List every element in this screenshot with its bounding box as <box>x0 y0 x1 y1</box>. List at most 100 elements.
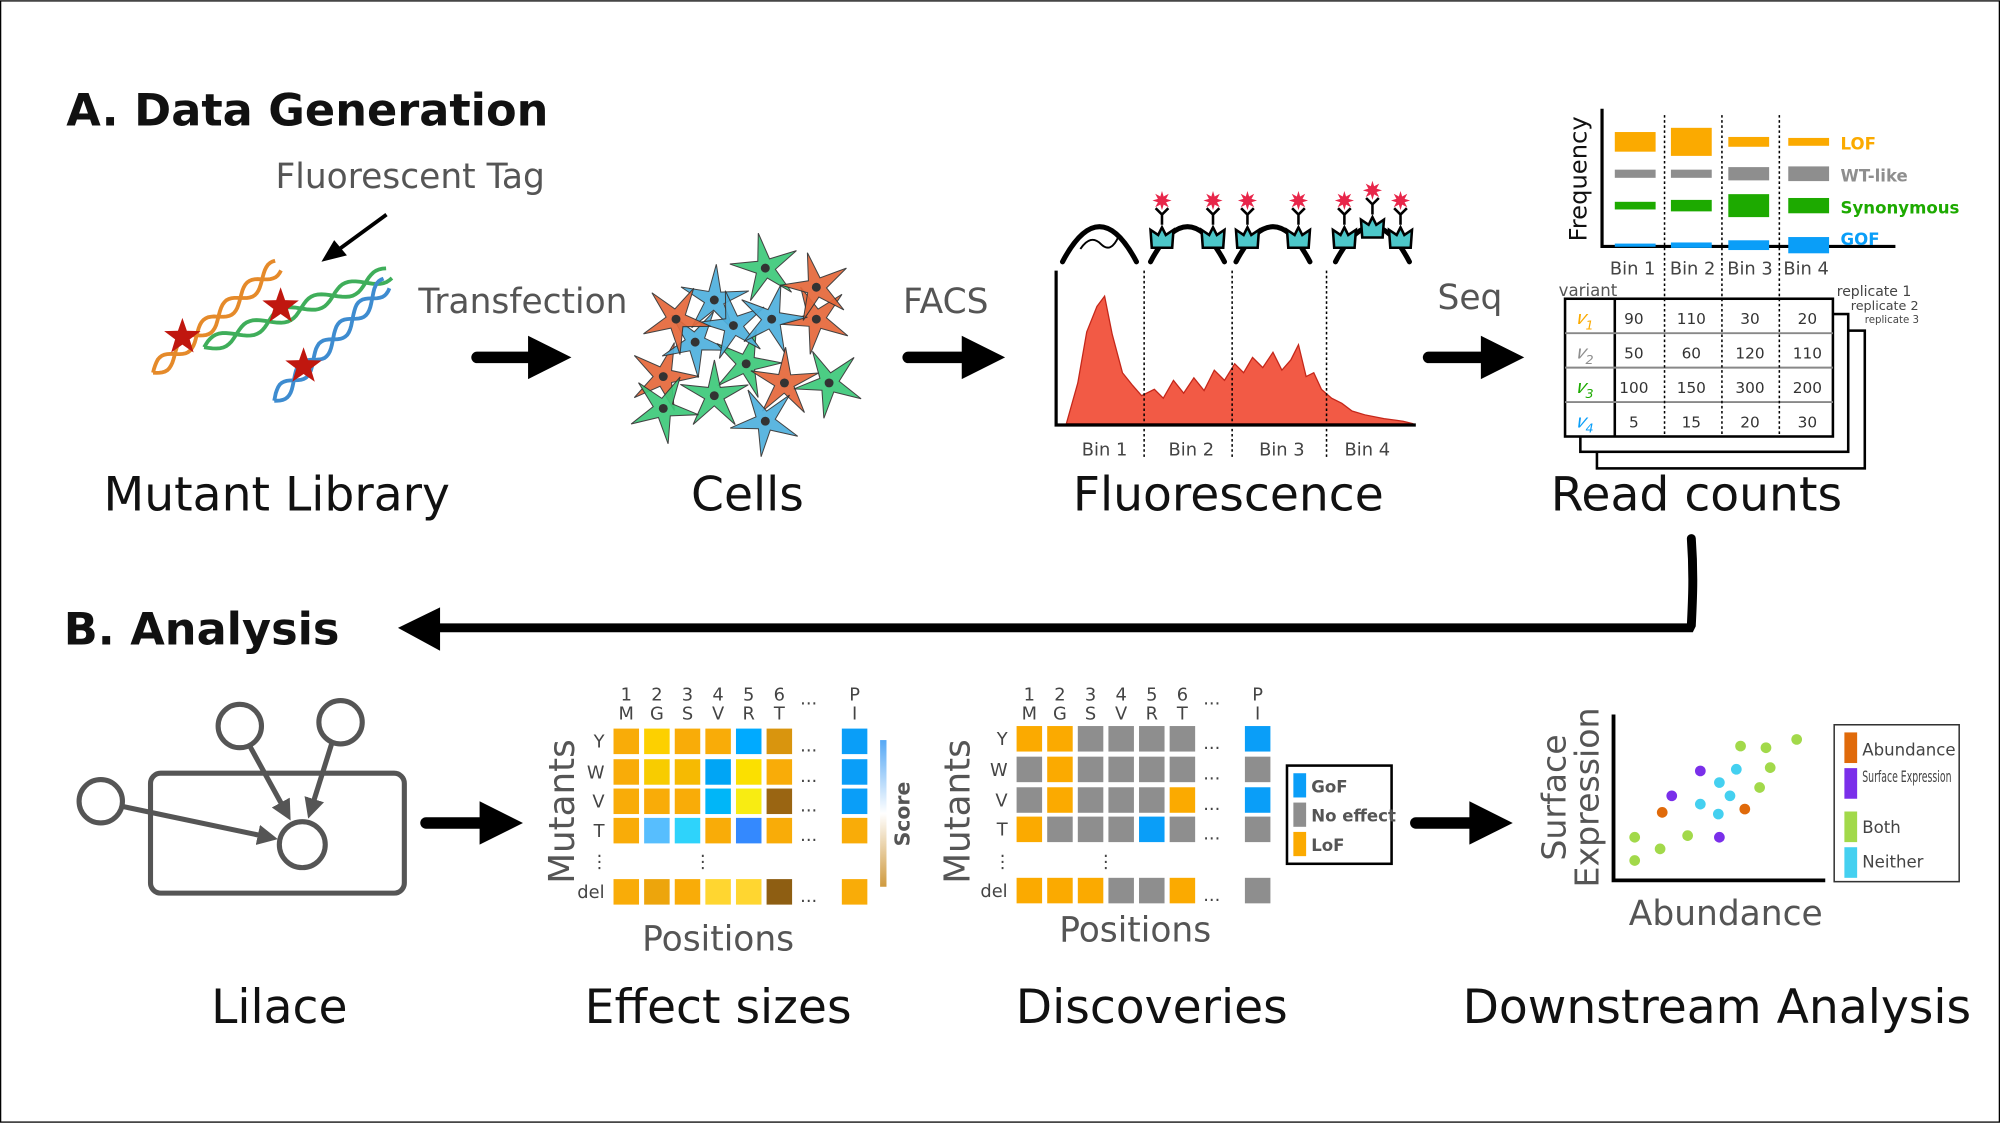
cell-nucleus <box>709 391 719 401</box>
position-number: 6 <box>1177 685 1188 706</box>
legend-label: Both <box>1862 818 1901 837</box>
scatter-point <box>1629 855 1641 866</box>
frequency-bar <box>1728 136 1770 147</box>
heatmap-cell <box>1108 787 1134 813</box>
variant-subscript: 1 <box>1586 318 1594 333</box>
heatmap-cell <box>1077 726 1104 752</box>
mutant-library-title: Mutant Library <box>104 467 450 522</box>
scatter-point <box>1739 803 1751 815</box>
dna-strand <box>272 287 392 402</box>
heatmap-cell <box>674 728 701 755</box>
heatmap-cell <box>766 817 793 844</box>
residue-label: T <box>1176 704 1188 725</box>
heatmap-cell <box>644 759 670 785</box>
scatter-point <box>1694 765 1706 777</box>
cell-nucleus <box>728 321 738 330</box>
effect-sizes-title: Effect sizes <box>585 980 852 1035</box>
return-arrowhead-icon <box>397 607 441 651</box>
position-number: 6 <box>774 685 785 706</box>
scatter-point <box>1764 762 1776 773</box>
read-count-cell: 150 <box>1677 379 1706 397</box>
discoveries-heatmap: 1M2G3S4V5R6TPI...Y...W...V...T...del...⋮… <box>937 685 1396 951</box>
position-number: P <box>849 685 860 706</box>
scatter-point <box>1682 830 1693 841</box>
legend-label: No effect <box>1311 807 1396 826</box>
scatter-point <box>1735 740 1746 752</box>
antibody-icon <box>1393 207 1408 225</box>
frequency-bar <box>1788 197 1830 214</box>
frequency-bar <box>1728 240 1770 251</box>
heatmap-cell <box>1139 816 1165 843</box>
residue-label: S <box>1085 704 1096 725</box>
replicate-label: replicate 1 <box>1837 284 1912 300</box>
heatmap-cell <box>1047 726 1073 752</box>
heatmap-cell <box>1016 816 1043 843</box>
row-ellipsis: ... <box>1203 733 1220 754</box>
frequency-bar <box>1670 127 1712 156</box>
scatter-point <box>1666 790 1678 802</box>
score-colorbar <box>880 740 887 887</box>
mutant-label: W <box>587 762 605 783</box>
receptor-protein-icon <box>1331 224 1358 250</box>
edge-arrow <box>247 745 291 821</box>
variant-subscript: 4 <box>1586 422 1594 437</box>
heatmap-cell <box>1139 877 1165 904</box>
position-number: 5 <box>743 685 754 706</box>
frequency-bar <box>1788 137 1830 146</box>
position-number: 3 <box>1085 685 1096 706</box>
heatmap-cell <box>1169 787 1196 813</box>
bin-label: Bin 3 <box>1259 440 1305 461</box>
heatmap-cell <box>644 879 670 905</box>
mutant-label: V <box>995 790 1008 811</box>
cell-surface-receptor-icons <box>1059 180 1414 265</box>
scatter-point <box>1654 843 1666 855</box>
position-number: 1 <box>621 685 632 706</box>
heatmap-cell <box>1139 726 1165 752</box>
fluorophore-icon <box>1203 190 1223 211</box>
legend-swatch <box>1844 732 1858 764</box>
heatmap-cell <box>735 728 762 755</box>
receptor-protein-icon <box>1234 224 1261 250</box>
read-count-cell: 20 <box>1798 310 1817 328</box>
fluorescence-distribution <box>1065 294 1414 425</box>
heatmap-cell <box>1169 877 1196 904</box>
seq-label: Seq <box>1438 278 1503 318</box>
residue-label: V <box>712 704 725 725</box>
read-count-cell: 110 <box>1677 310 1706 328</box>
residue-label: I <box>852 704 857 725</box>
mutant-label: W <box>990 760 1008 781</box>
heatmap-cell <box>613 817 640 844</box>
column-ellipsis: ... <box>1203 688 1220 709</box>
row-gap-ellipsis: ⋮ <box>1097 852 1115 873</box>
receptor-protein-icon <box>1200 224 1226 250</box>
scatter-point <box>1714 777 1725 788</box>
row-ellipsis: ... <box>800 825 817 846</box>
heatmap-cell <box>1169 726 1196 752</box>
heatmap-cell <box>1077 816 1104 843</box>
read-count-cell: 30 <box>1740 310 1759 328</box>
cell-nucleus <box>760 263 770 273</box>
edge-arrow <box>304 743 335 819</box>
row-ellipsis: ... <box>800 886 817 907</box>
legend-label: Surface Expression <box>1862 767 1951 786</box>
legend-label: LoF <box>1311 836 1344 855</box>
heatmap-cell <box>1244 877 1271 904</box>
lilace-plate <box>147 770 407 896</box>
arrow-head <box>961 335 1006 380</box>
heatmap-cell <box>841 817 868 844</box>
scatter-point <box>1730 763 1742 775</box>
mutant-label: Y <box>593 732 605 753</box>
heatmap-cell <box>674 759 701 785</box>
legend-swatch <box>1293 802 1307 827</box>
residue-label: G <box>1053 704 1067 725</box>
frequency-bar <box>1614 201 1656 210</box>
heatmap-cell <box>674 879 701 905</box>
cell-nucleus <box>658 372 668 382</box>
heatmap-cell <box>1244 816 1271 843</box>
heatmap-cell <box>613 879 640 905</box>
row-ellipsis: ... <box>800 736 817 757</box>
heatmap-cell <box>841 788 868 815</box>
read-count-cell: 5 <box>1629 414 1639 432</box>
legend-swatch <box>1844 847 1858 878</box>
